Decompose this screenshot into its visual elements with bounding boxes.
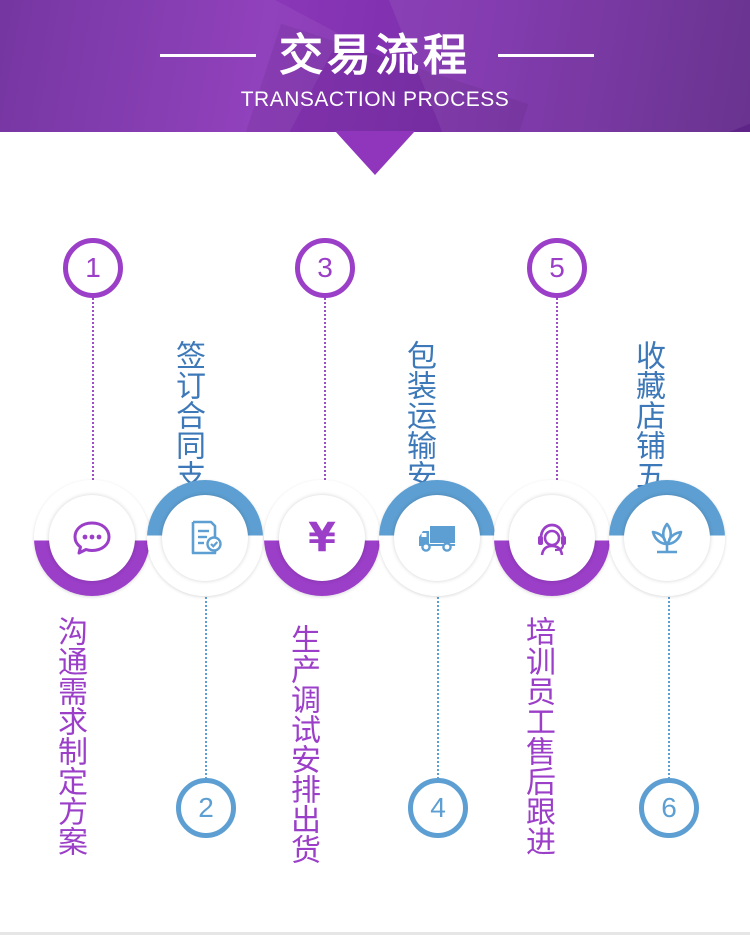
yen-icon: ¥ — [308, 515, 336, 561]
step-number-4: 4 — [408, 778, 468, 838]
step-number-5: 5 — [527, 238, 587, 298]
connector-2 — [205, 594, 207, 779]
customer-service-headset-icon — [538, 523, 566, 556]
bottom-divider — [0, 932, 750, 935]
step-number-3: 3 — [295, 238, 355, 298]
step-number-6: 6 — [639, 778, 699, 838]
step-circle-1 — [34, 480, 150, 596]
step-circle-3: ¥ — [264, 480, 380, 596]
step-circle-6 — [609, 480, 725, 596]
header-banner: 交易流程 TRANSACTION PROCESS — [0, 0, 750, 132]
step-number-1: 1 — [63, 238, 123, 298]
step-text-3: 生产调试安排出货 — [285, 624, 320, 864]
step-text-1: 沟通需求制定方案 — [52, 616, 87, 856]
step-circle-5 — [494, 480, 610, 596]
page-title: 交易流程 — [279, 30, 471, 81]
header-pointer — [335, 131, 415, 175]
step-text-5: 培训员工售后跟进 — [520, 616, 555, 856]
delivery-truck-icon — [419, 526, 455, 552]
step-number-2: 2 — [176, 778, 236, 838]
page-subtitle: TRANSACTION PROCESS — [240, 88, 510, 111]
contract-document-icon — [191, 520, 222, 555]
lotus-flower-icon — [651, 522, 683, 554]
connector-1 — [92, 298, 94, 484]
connector-6 — [668, 594, 670, 779]
step-circle-2 — [147, 480, 263, 596]
title-rule-left — [160, 54, 256, 57]
title-rule-right — [498, 54, 594, 57]
connector-4 — [437, 594, 439, 779]
step-circle-4 — [379, 480, 495, 596]
chat-bubble-icon — [73, 521, 111, 555]
connector-3 — [324, 298, 326, 484]
connector-5 — [556, 298, 558, 484]
